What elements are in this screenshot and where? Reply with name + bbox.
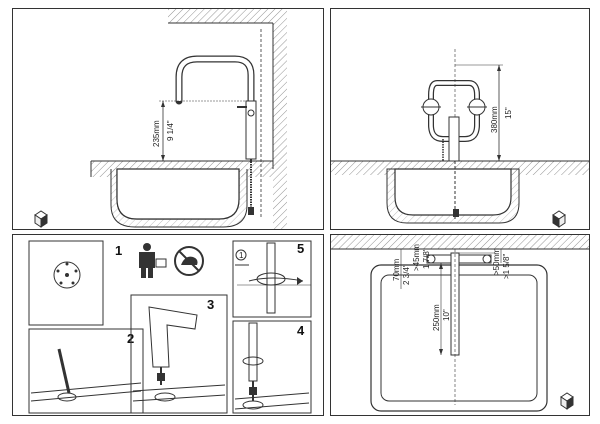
panel-front-view: 380mm 15" [330,8,590,230]
step-number-4: 4 [297,323,305,338]
dim-right-2: >1 5/8" [502,254,511,279]
plumber-icon [139,243,167,278]
front-view-drawing: 380mm 15" [331,49,589,228]
step-number-1: 1 [115,243,122,258]
panel-side-view: 235mm 9 1/4" [12,8,324,230]
steps-drawing: 1 5 1 2 3 [28,240,312,414]
step5-frame [232,240,312,318]
dim-right-1: >50mm [492,248,501,275]
no-tool-icon [174,246,204,276]
step2-frame [28,328,144,414]
side-view-drawing: 235mm 9 1/4" [34,9,287,229]
step5-marker: 1 [239,251,244,260]
step-number-3: 3 [207,297,214,312]
panel-top-view: 70mm 2 3/4" >45mm 1 7/8" >50mm >1 5/8" 2… [330,234,590,416]
wall-top-hatch [168,9,273,23]
dim-center-2: 10" [442,309,451,321]
dim-metric-label: 380mm [490,106,499,133]
wall-side-hatch [273,9,287,229]
top-view-drawing: 70mm 2 3/4" >45mm 1 7/8" >50mm >1 5/8" 2… [331,235,589,412]
dim-left-3: >45mm [412,244,421,271]
dim-left-1: 70mm [392,258,401,281]
dim-imperial-label: 15" [504,107,513,119]
step4-frame [232,320,312,414]
step3-frame [130,294,228,414]
step-number-5: 5 [297,241,304,256]
dim-imperial-label: 9 1/4" [166,120,175,141]
dim-left-2: 2 3/4" [402,264,411,285]
cube-icon [34,210,48,228]
panel-installation-steps: 1 5 1 2 3 [12,234,324,416]
dim-metric-label: 235mm [152,120,161,147]
step1-frame [28,240,104,326]
cube-icon [560,392,574,410]
dim-center-1: 250mm [432,304,441,331]
sink-basin [394,168,512,216]
dim-left-4: 1 7/8" [422,248,431,269]
cube-icon [552,210,566,228]
